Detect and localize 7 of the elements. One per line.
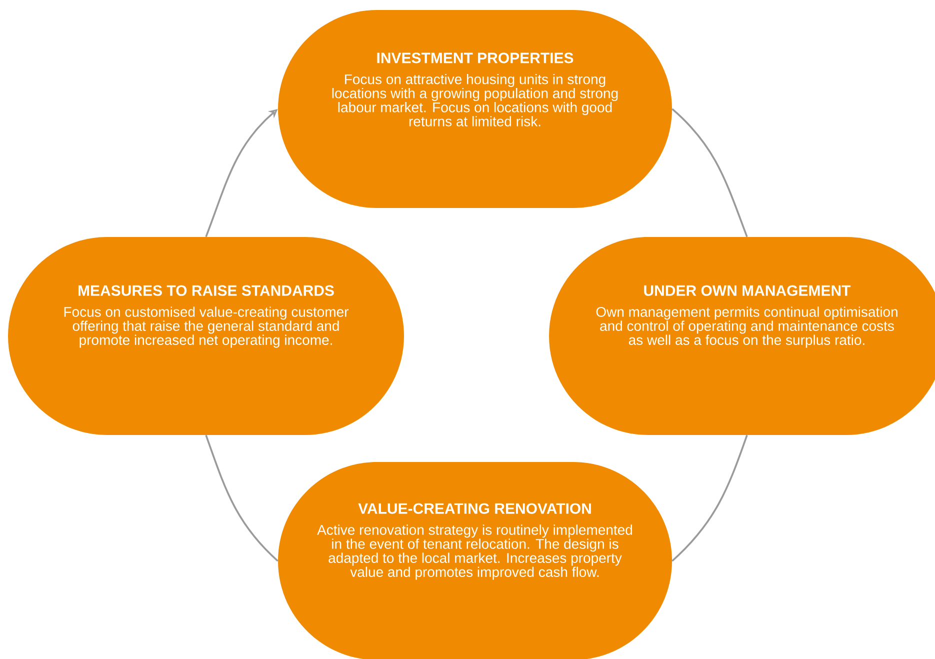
connector-arc xyxy=(672,434,748,562)
stage-pill: MEASURES TO RAISE STANDARDS Focus on customised value-creating customer offering that raise the general standard and promote increased net operating income. xyxy=(8,237,404,435)
stage-pill: INVESTMENT PROPERTIES Focus on attractive housing units in strong locations with a growing population and strong labour market. Focus on locations with good returns at limited risk. xyxy=(278,10,672,208)
connector-arc xyxy=(672,108,748,238)
stage-pill: VALUE-CREATING RENOVATION Active renovation strategy is routinely implemented in the event of tenant relocation. The design is adapted to the local market. Increases property value and promotes improved cash flow. xyxy=(278,462,672,659)
stage-pill: UNDER OWN MANAGEMENT Own management permits continual optimisation and control of operating and maintenance costs as well as a focus on the surplus ratio. xyxy=(549,237,935,435)
connector-arc xyxy=(205,434,278,562)
